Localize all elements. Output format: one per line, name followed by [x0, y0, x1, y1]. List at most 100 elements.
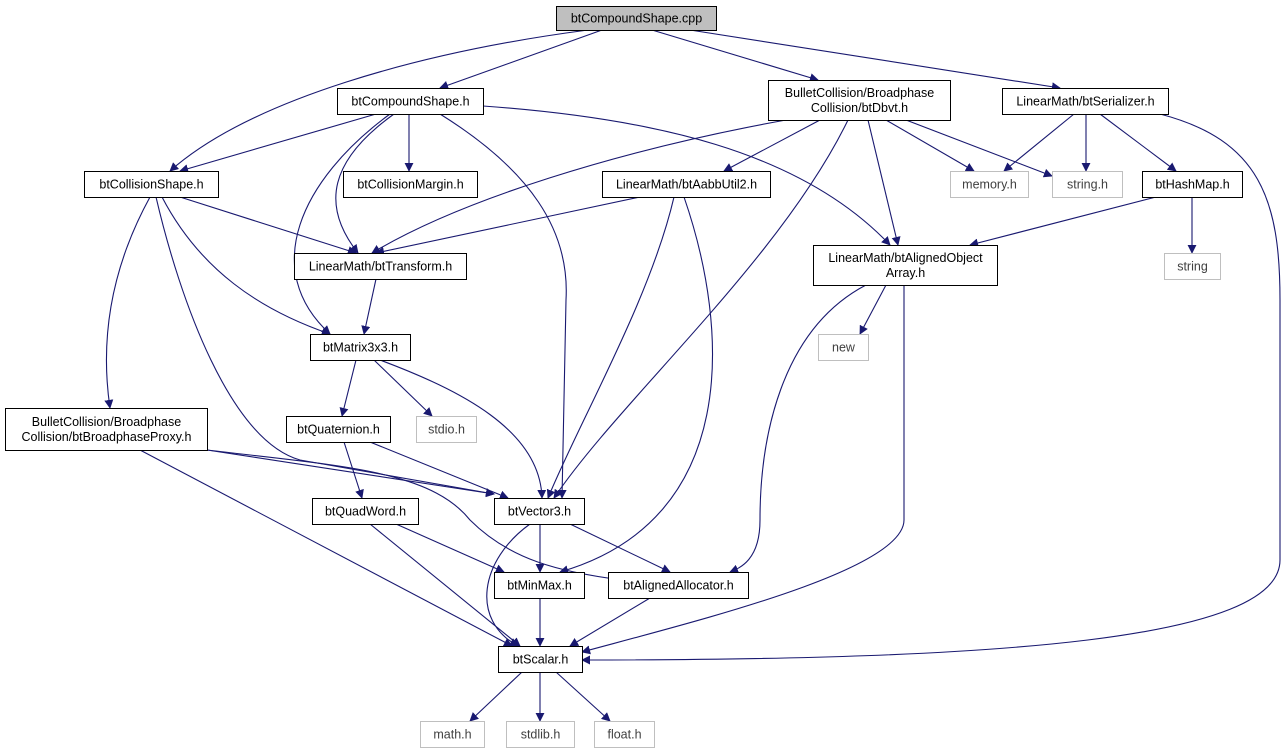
node-label: BulletCollision/Broadphase	[32, 415, 181, 429]
node-root[interactable]: btCompoundShape.cpp	[556, 6, 717, 31]
node-btMatrix3x3[interactable]: btMatrix3x3.h	[310, 334, 411, 361]
edge-arrow	[482, 105, 891, 246]
node-stdlib: stdlib.h	[506, 721, 575, 748]
edge-arrow	[1003, 113, 1075, 172]
edge-arrow	[969, 196, 1157, 248]
node-btMinMax[interactable]: btMinMax.h	[494, 572, 585, 599]
node-box	[494, 572, 585, 599]
node-btVector3[interactable]: btVector3.h	[494, 498, 585, 525]
node-box	[84, 171, 219, 198]
node-btScalar[interactable]: btScalar.h	[498, 646, 583, 673]
edge-arrow	[179, 113, 377, 174]
node-btTransform[interactable]: LinearMath/btTransform.h	[294, 253, 467, 280]
edge-btSerializer-to-btScalar	[581, 113, 1281, 665]
edge-btMatrix3x3-to-stdio	[373, 359, 433, 417]
edge-arrow	[546, 196, 675, 499]
node-btQuadWord[interactable]: btQuadWord.h	[312, 498, 419, 525]
node-box	[1164, 253, 1221, 280]
node-label: btQuaternion.h	[297, 423, 380, 437]
edge-arrow	[369, 441, 509, 500]
edge-btDbvt-to-memory	[885, 119, 975, 172]
edge-arrow	[361, 278, 377, 335]
node-box	[950, 171, 1029, 198]
node-box	[416, 416, 477, 443]
node-label: BulletCollision/Broadphase	[785, 86, 934, 100]
edge-btAabbUtil2-to-btMinMax	[559, 196, 714, 575]
node-label: btMinMax.h	[507, 579, 572, 593]
node-btAabbUtil2[interactable]: LinearMath/btAabbUtil2.h	[602, 171, 771, 198]
edge-btVector3-to-btAlignedAllocator	[569, 523, 671, 573]
node-label: stdlib.h	[521, 728, 561, 742]
edge-btBroadphaseProxy-to-btAlignedAllocator	[206, 449, 623, 584]
edge-btQuadWord-to-btMinMax	[395, 523, 505, 573]
node-label: LinearMath/btTransform.h	[309, 260, 452, 274]
node-label: memory.h	[962, 178, 1017, 192]
node-box	[1142, 171, 1243, 198]
edge-btDbvt-to-btAabbUtil2	[723, 119, 821, 172]
edge-arrow	[155, 196, 495, 498]
edge-arrow	[439, 29, 603, 90]
node-btDbvt[interactable]: BulletCollision/BroadphaseCollision/btDb…	[768, 80, 951, 121]
node-btCollisionShape[interactable]: btCollisionShape.h	[84, 171, 219, 198]
edge-arrow	[335, 113, 395, 254]
node-label: btCollisionMargin.h	[357, 178, 463, 192]
node-label: string.h	[1067, 178, 1108, 192]
edge-arrow	[371, 119, 787, 254]
node-label: math.h	[433, 728, 471, 742]
node-btHashMap[interactable]: btHashMap.h	[1142, 171, 1243, 198]
edge-root-to-btSerializer	[689, 29, 1061, 92]
node-box	[286, 416, 391, 443]
node-box	[594, 721, 655, 748]
node-label: LinearMath/btSerializer.h	[1016, 95, 1154, 109]
edge-btQuaternion-to-btQuadWord	[343, 441, 364, 499]
edge-arrow	[581, 285, 905, 655]
edge-arrow	[469, 671, 523, 722]
edge-arrow	[179, 196, 357, 255]
node-btCompoundShape[interactable]: btCompoundShape.h	[337, 88, 484, 115]
edge-arrow	[375, 196, 641, 256]
node-box	[768, 80, 951, 121]
edge-btDbvt-to-btTransform	[371, 119, 787, 254]
node-float: float.h	[594, 721, 655, 748]
node-box	[337, 88, 484, 115]
edge-btMatrix3x3-to-btVector3	[379, 359, 547, 499]
edge-arrow	[569, 597, 651, 647]
node-label: LinearMath/btAlignedObject	[828, 251, 983, 265]
node-box	[498, 646, 583, 673]
edge-arrow	[555, 671, 611, 722]
edge-btTransform-to-btMatrix3x3	[361, 278, 377, 335]
edge-arrow	[293, 113, 391, 335]
node-memory: memory.h	[950, 171, 1029, 198]
edge-btCompoundShape-to-btAlignedObjectArray	[482, 105, 891, 246]
node-label: btMatrix3x3.h	[323, 341, 398, 355]
node-box	[343, 171, 478, 198]
node-label: btCompoundShape.h	[351, 95, 469, 109]
node-btBroadphaseProxy[interactable]: BulletCollision/BroadphaseCollision/btBr…	[5, 408, 208, 451]
edge-arrow	[729, 284, 867, 574]
edge-arrow	[206, 449, 623, 584]
node-box	[1052, 171, 1123, 198]
edge-arrow	[486, 523, 531, 647]
edge-btCollisionShape-to-btTransform	[179, 196, 357, 255]
node-box	[608, 572, 749, 599]
node-label: new	[832, 341, 856, 355]
node-btQuaternion[interactable]: btQuaternion.h	[286, 416, 391, 443]
edge-arrow	[859, 284, 887, 335]
edge-btSerializer-to-btHashMap	[1099, 113, 1177, 172]
edges-layer	[104, 29, 1281, 722]
edge-arrow	[439, 113, 567, 499]
node-box	[420, 721, 485, 748]
edge-arrow	[553, 119, 849, 499]
node-label: btAlignedAllocator.h	[623, 579, 734, 593]
node-box	[312, 498, 419, 525]
node-box	[5, 408, 208, 451]
edge-btCollisionShape-to-btMatrix3x3	[161, 196, 331, 336]
node-btCollisionMargin[interactable]: btCollisionMargin.h	[343, 171, 478, 198]
edge-btDbvt-to-btAlignedObjectArray	[867, 119, 901, 246]
node-label: LinearMath/btAabbUtil2.h	[616, 178, 757, 192]
node-stdio: stdio.h	[416, 416, 477, 443]
node-btAlignedAllocator[interactable]: btAlignedAllocator.h	[608, 572, 749, 599]
node-btSerializer[interactable]: LinearMath/btSerializer.h	[1002, 88, 1169, 115]
